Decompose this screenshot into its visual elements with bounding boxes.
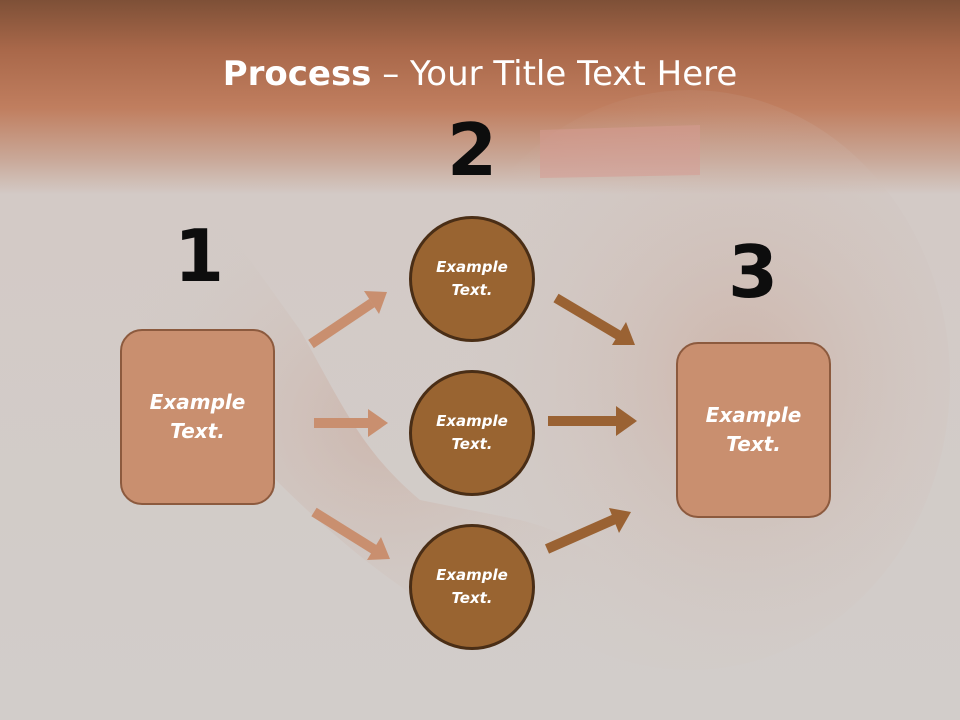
circle-bottom-text: Example Text. (436, 566, 508, 607)
circle-bottom: Example Text. (409, 524, 535, 650)
step-number-1: 1 (173, 214, 225, 298)
right-box-text: Example Text. (705, 403, 802, 456)
circle-top: Example Text. (409, 216, 535, 342)
step-number-2: 2 (446, 108, 498, 192)
circle-middle: Example Text. (409, 370, 535, 496)
step-number-3: 3 (727, 230, 779, 314)
circle-middle-text: Example Text. (436, 412, 508, 453)
slide-title: Process – Your Title Text Here (0, 52, 960, 96)
circle-top-text: Example Text. (436, 258, 508, 299)
title-rest: – Your Title Text Here (371, 54, 738, 94)
title-bold: Process (222, 54, 372, 94)
right-box: Example Text. (676, 342, 831, 518)
left-box-text: Example Text. (149, 390, 246, 443)
left-box: Example Text. (120, 329, 275, 505)
